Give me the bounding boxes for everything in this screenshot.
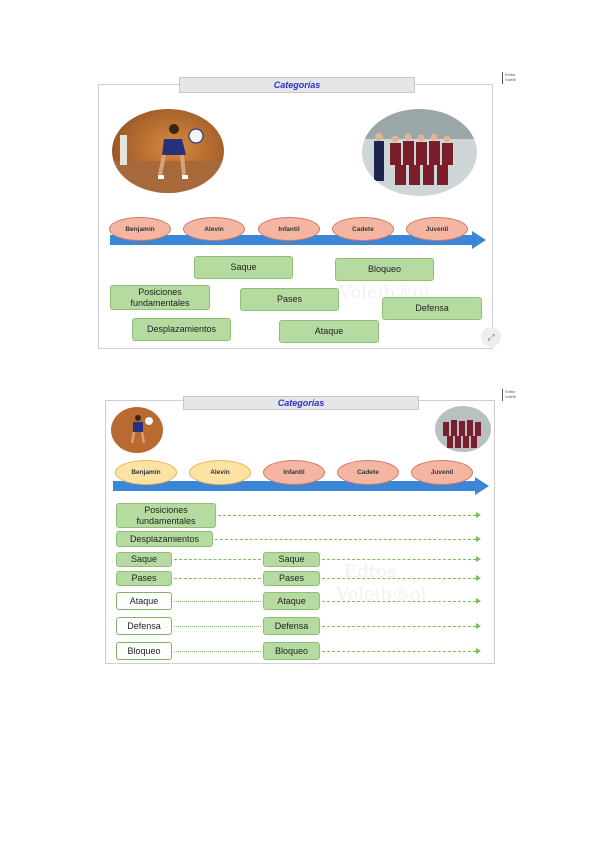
skill-pases: Pases <box>240 288 339 311</box>
category-juvenil: Juvenil <box>406 217 468 241</box>
arrowhead-icon <box>476 512 481 518</box>
row-defensa-infantil: Defensa <box>263 617 320 635</box>
progression-line <box>322 559 476 560</box>
side-note-line-2: Voleib <box>505 77 516 82</box>
arrowhead-icon <box>476 575 481 581</box>
category-infantil: Infantil <box>258 217 320 241</box>
slide-title: Categorías <box>179 77 415 93</box>
progression-dotted-line <box>174 651 261 652</box>
arrowhead-icon <box>476 598 481 604</box>
category-juvenil: Juvenil <box>411 460 473 485</box>
slide-categorias-progression: Edtos Voleib®ol Categorías Benjamín Alev… <box>105 396 495 664</box>
player-image <box>111 407 163 453</box>
progression-dotted-line <box>174 626 261 627</box>
skill-posiciones-fundamentales: Posiciones fundamentales <box>110 285 210 310</box>
progression-line <box>322 601 476 602</box>
progression-line <box>322 651 476 652</box>
progression-dotted-line <box>174 601 261 602</box>
category-infantil: Infantil <box>263 460 325 485</box>
progression-line <box>322 626 476 627</box>
progression-line <box>174 559 261 560</box>
progression-line <box>218 515 476 516</box>
row-saque-infantil: Saque <box>263 552 320 567</box>
arrowhead-icon <box>476 556 481 562</box>
category-cadete: Cadete <box>332 217 394 241</box>
skill-ataque: Ataque <box>279 320 379 343</box>
side-note-line-1: Editor <box>505 389 516 394</box>
row-saque-start: Saque <box>116 552 172 567</box>
row-bloqueo-infantil: Bloqueo <box>263 642 320 660</box>
progression-line <box>174 578 261 579</box>
slide-categorias-overview: Edtos Voleib®ol Categorías <box>98 77 493 349</box>
team-photo <box>435 406 491 452</box>
row-pases-start: Pases <box>116 571 172 586</box>
side-note-bottom: Editor Voleib <box>502 389 516 401</box>
player-image <box>112 109 224 193</box>
team-image <box>362 109 477 196</box>
row-posiciones-fundamentales: Posiciones fundamentales <box>116 503 216 528</box>
skill-saque: Saque <box>194 256 293 279</box>
row-bloqueo-start: Bloqueo <box>116 642 172 660</box>
skill-defensa: Defensa <box>382 297 482 320</box>
row-ataque-infantil: Ataque <box>263 592 320 610</box>
progression-line <box>215 539 476 540</box>
arrowhead-icon <box>476 536 481 542</box>
compress-icon[interactable]: ⤢ <box>481 327 501 347</box>
player-photo <box>111 407 163 453</box>
row-pases-infantil: Pases <box>263 571 320 586</box>
row-ataque-start: Ataque <box>116 592 172 610</box>
category-cadete: Cadete <box>337 460 399 485</box>
skill-bloqueo: Bloqueo <box>335 258 434 281</box>
arrowhead-icon <box>476 648 481 654</box>
category-alevin: Alevín <box>183 217 245 241</box>
watermark-line-1: Edtos <box>344 561 396 582</box>
team-image <box>435 406 491 452</box>
row-desplazamientos: Desplazamientos <box>116 531 213 547</box>
watermark-line-2: Voleib®ol <box>336 584 427 605</box>
arrowhead-icon <box>476 623 481 629</box>
category-benjamin: Benjamín <box>115 460 177 485</box>
side-note-line-2: Voleib <box>505 394 516 399</box>
slide-title: Categorías <box>183 396 419 410</box>
progression-line <box>322 578 476 579</box>
side-note-top: Editor Voleib <box>502 72 516 84</box>
category-benjamin: Benjamín <box>109 217 171 241</box>
skill-desplazamientos: Desplazamientos <box>132 318 231 341</box>
side-note-line-1: Editor <box>505 72 516 77</box>
category-alevin: Alevín <box>189 460 251 485</box>
row-defensa-start: Defensa <box>116 617 172 635</box>
team-photo <box>362 109 477 196</box>
player-photo <box>112 109 224 193</box>
